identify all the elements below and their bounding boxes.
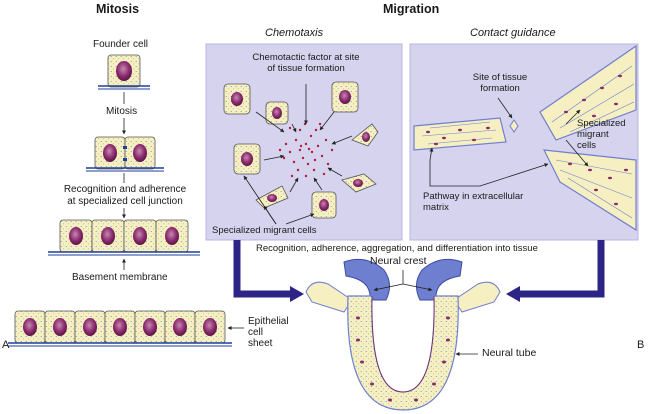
epithelial-cell-sheet bbox=[8, 310, 232, 347]
panel-a-label: A bbox=[2, 339, 10, 351]
recognition-tissue-label: Recognition, adherence, aggregation, and… bbox=[256, 243, 538, 254]
chemotactic-label-line2: of tissue formation bbox=[267, 63, 345, 74]
founder-cell bbox=[98, 54, 150, 90]
left-flow-arrow bbox=[233, 240, 290, 298]
neural-crest-label: Neural crest bbox=[370, 255, 427, 267]
neural-crest-right bbox=[416, 258, 501, 313]
founder-cell-label: Founder cell bbox=[93, 39, 149, 50]
mitosis-heading: Mitosis bbox=[96, 2, 140, 16]
chemotaxis-arrows bbox=[243, 84, 353, 225]
neural-crest-pointer-right bbox=[402, 283, 433, 292]
epithelial-label-line2: cell bbox=[248, 327, 264, 338]
chemotactic-label-line1: Chemotactic factor at site bbox=[252, 52, 360, 63]
migration-heading: Migration bbox=[383, 2, 440, 16]
neural-crest-pointer-left bbox=[373, 283, 404, 292]
right-flow-arrow bbox=[520, 240, 605, 298]
right-flow-arrowhead bbox=[506, 286, 520, 302]
specialized-migrant-cells-label: Specialized migrant cells bbox=[212, 225, 317, 236]
spec-migrant-label-line3: cells bbox=[577, 140, 597, 151]
chemotaxis-title: Chemotaxis bbox=[265, 27, 324, 39]
epithelial-label-line3: sheet bbox=[248, 338, 273, 349]
basement-membrane-label: Basement membrane bbox=[72, 272, 168, 283]
contact-guidance-pointers bbox=[429, 97, 589, 187]
left-flow-arrowhead bbox=[290, 286, 304, 302]
recognition-label-line1: Recognition and adherence bbox=[63, 184, 187, 195]
neural-crest-left bbox=[305, 258, 390, 313]
epithelial-label-line1: Epithelial bbox=[248, 316, 289, 327]
migrating-cell-streams bbox=[413, 44, 637, 232]
two-daughter-cells bbox=[86, 136, 164, 172]
neural-tube-body bbox=[347, 295, 459, 411]
four-cell-row bbox=[48, 219, 200, 256]
pathway-label-line2: matrix bbox=[423, 202, 449, 213]
recognition-label-line2: at specialized cell junction bbox=[67, 196, 183, 207]
pathway-label-line1: Pathway in extracellular bbox=[423, 191, 524, 202]
mitosis-label: Mitosis bbox=[106, 106, 138, 117]
neural-tube-label: Neural tube bbox=[482, 347, 537, 359]
spec-migrant-label-line2: migrant bbox=[577, 129, 609, 140]
contact-guidance-title: Contact guidance bbox=[470, 27, 556, 39]
spec-migrant-label-line1: Specialized bbox=[577, 118, 626, 129]
panel-b-label: B bbox=[637, 339, 645, 351]
chemotactic-factor-dots bbox=[278, 122, 334, 178]
site-label-line2: formation bbox=[480, 83, 520, 94]
chemotaxis-cells bbox=[223, 81, 379, 219]
site-label-line1: Site of tissue bbox=[472, 72, 528, 83]
